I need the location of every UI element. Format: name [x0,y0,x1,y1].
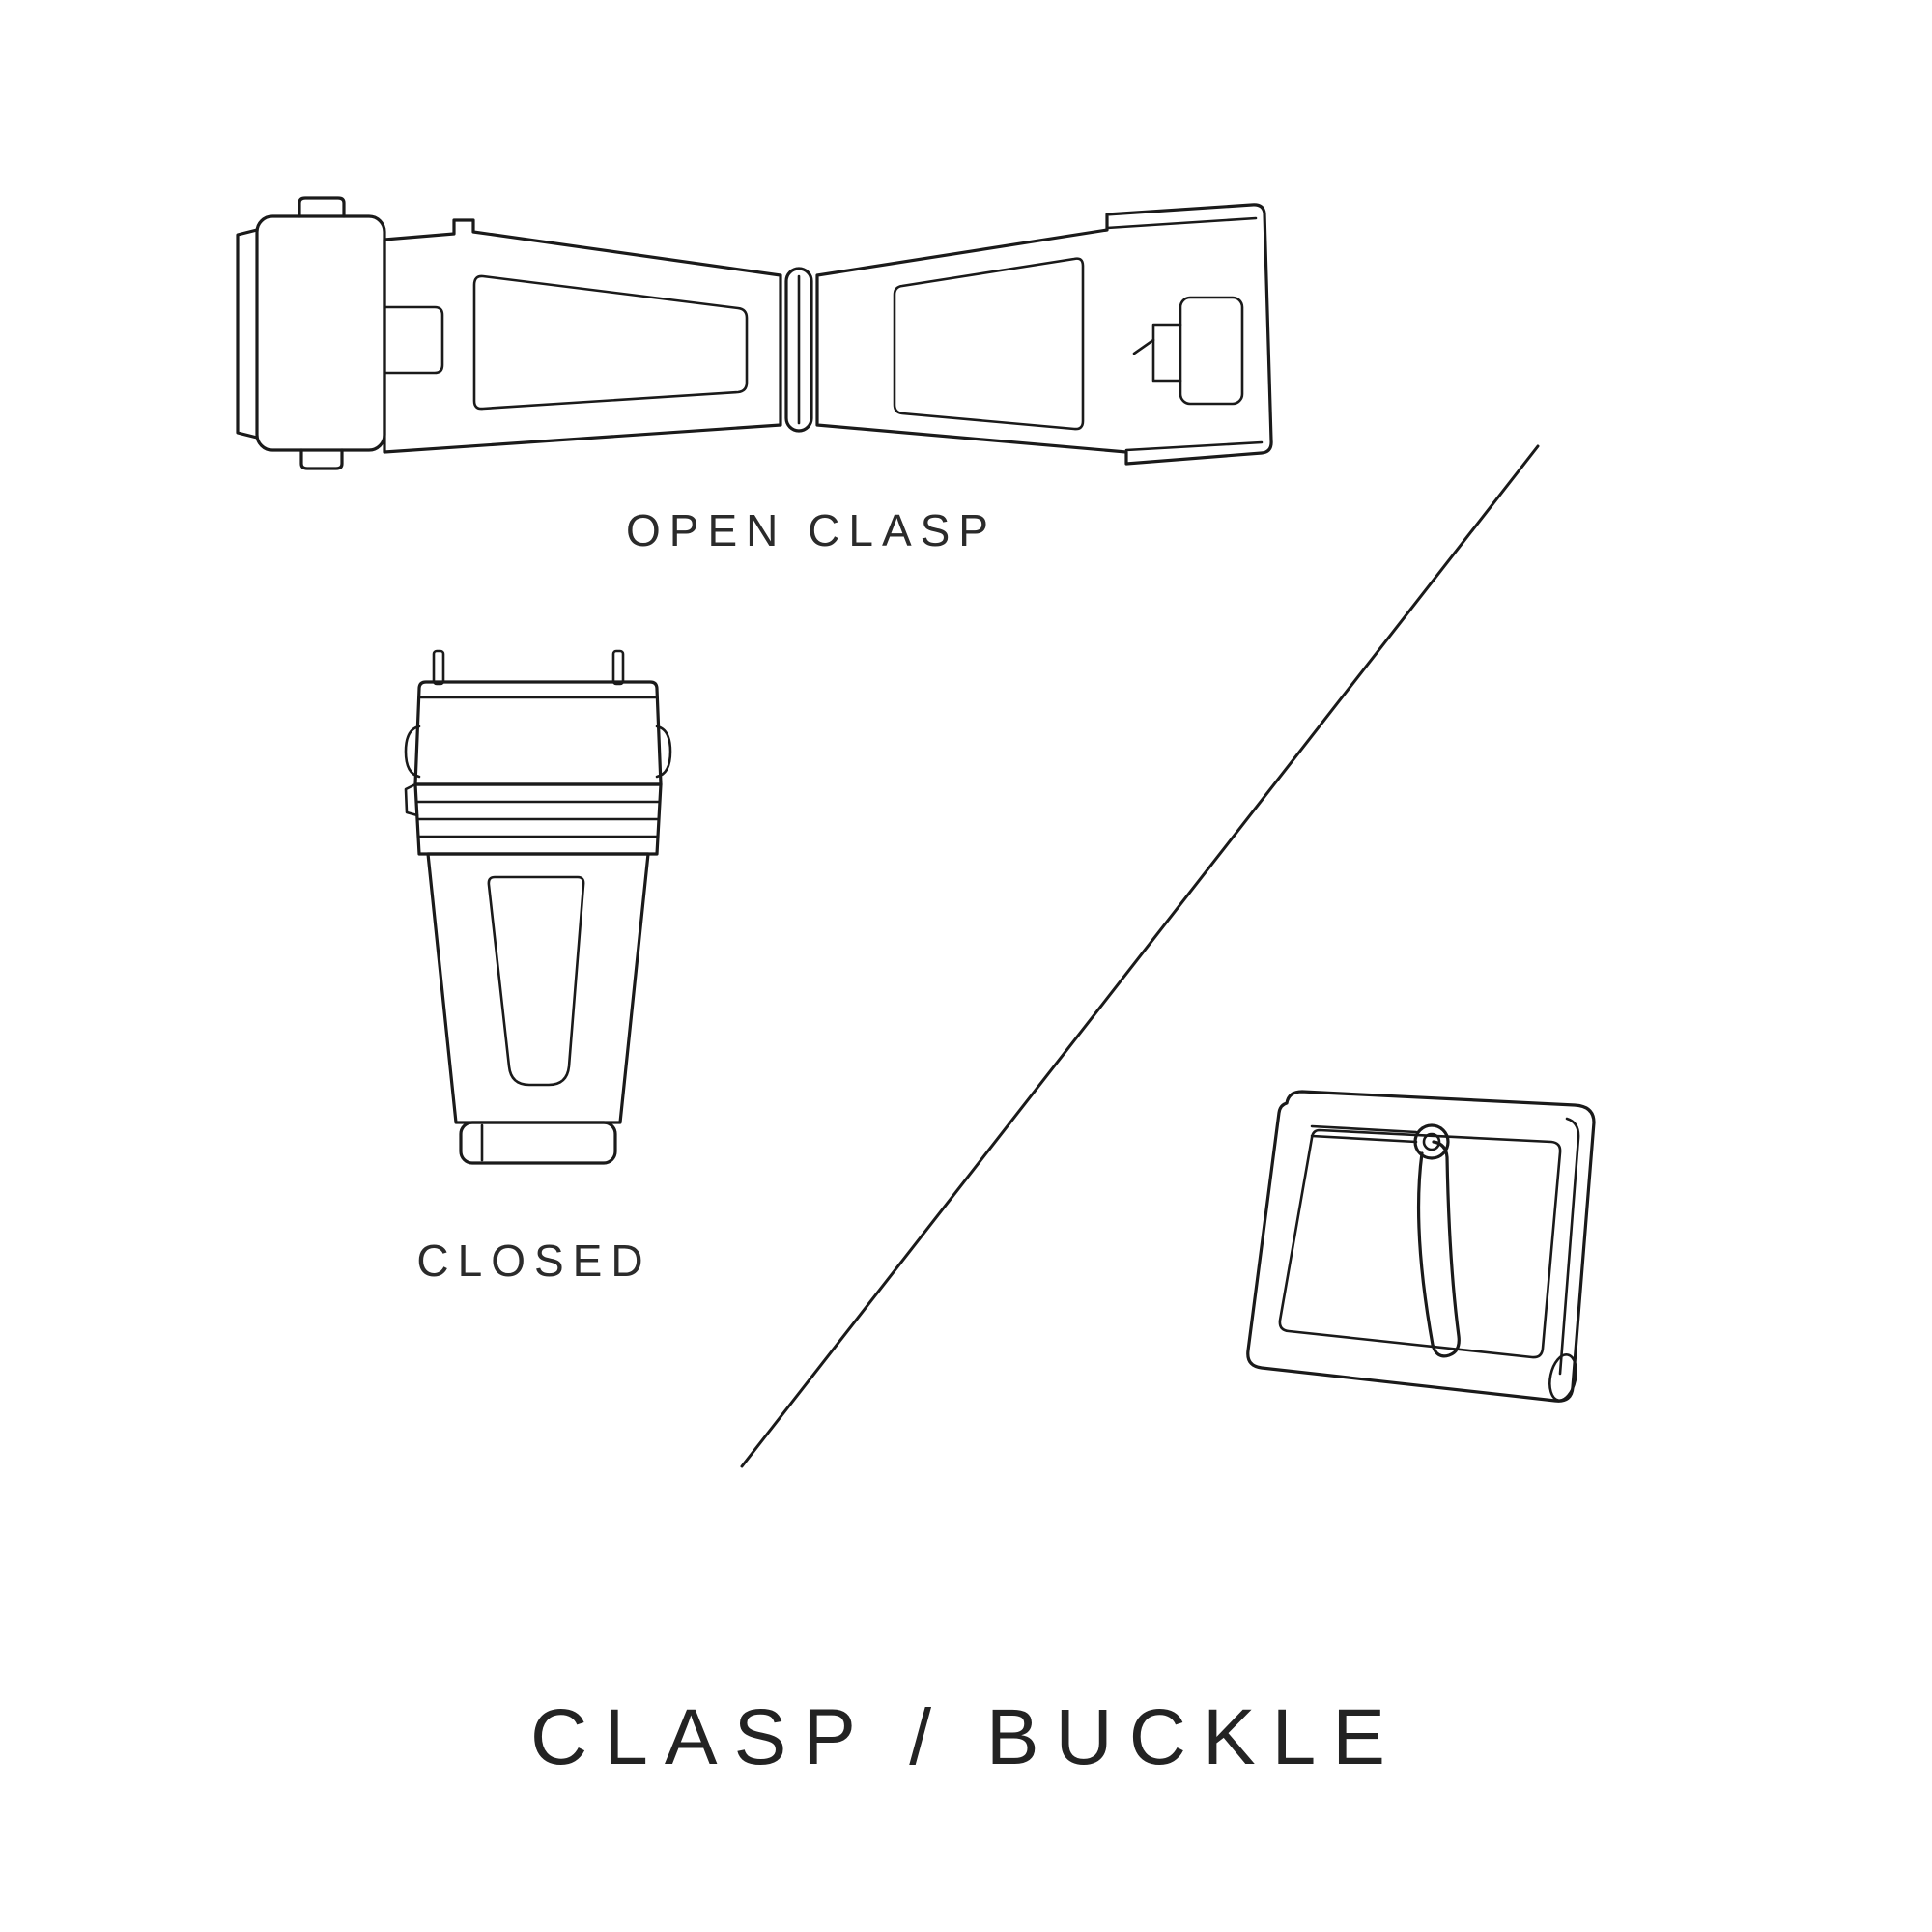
open-clasp-label: OPEN CLASP [626,505,997,555]
buckle-frame [1246,1090,1596,1403]
buckle-tang [1417,1140,1461,1358]
page-title: CLASP / BUCKLE [530,1693,1402,1781]
open-clasp-right-arm [815,203,1273,466]
buckle-tang-loop [1413,1123,1450,1160]
pin-buckle-illustration [1246,1090,1596,1403]
open-clasp-left-arm [383,218,782,454]
closed-clasp-illustration [404,649,672,1165]
open-clasp-illustration [236,196,1273,470]
open-clasp-end-link [236,228,259,440]
open-clasp-hinge [784,267,813,433]
closed-clasp-body [426,852,650,1124]
closed-label: CLOSED [416,1236,652,1286]
